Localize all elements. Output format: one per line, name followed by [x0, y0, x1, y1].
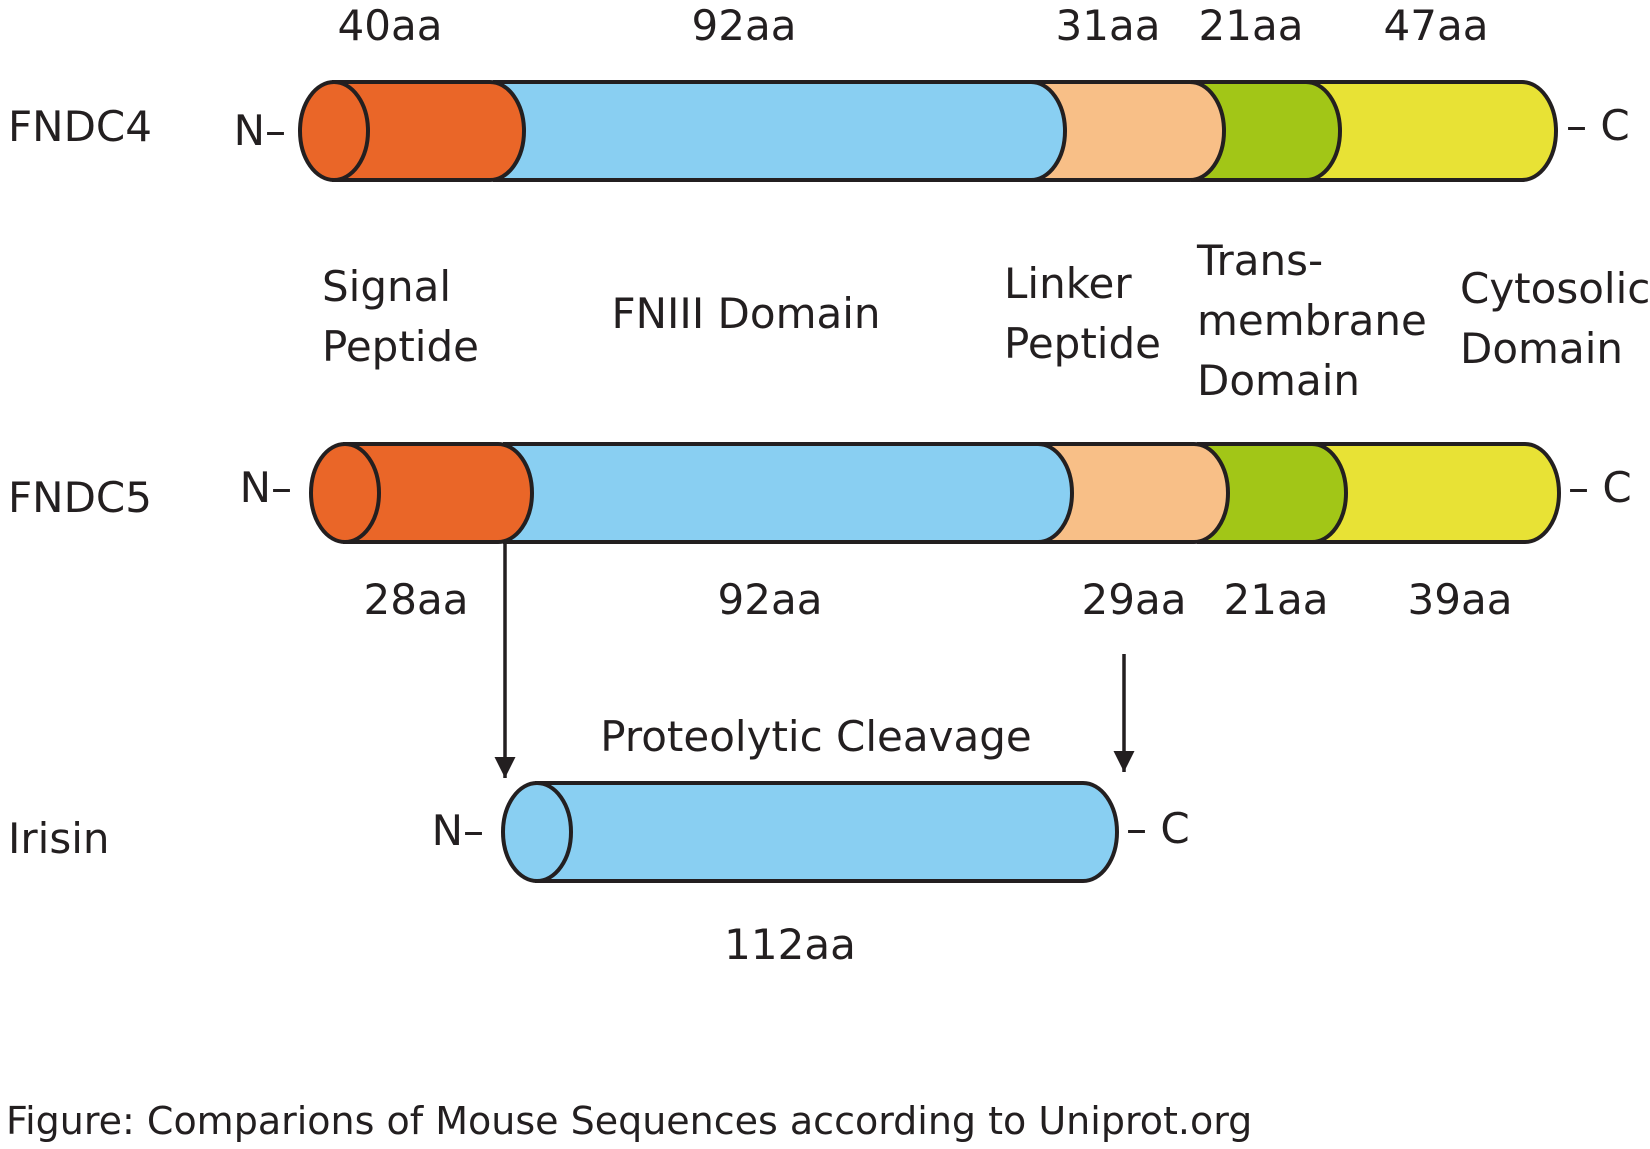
linker-label-line-2: Peptide: [1004, 319, 1161, 368]
fndc5-label: FNDC5: [8, 473, 152, 522]
fndc4-linker-segment: [1029, 80, 1226, 182]
fndc4-transmembrane-segment: [1191, 80, 1342, 182]
irisin-c-terminus: – C: [1126, 804, 1190, 853]
fndc4-cytosolic-length: 47aa: [1384, 1, 1489, 50]
irisin-bar: [501, 781, 1119, 883]
fndc4-signal-length: 40aa: [338, 1, 443, 50]
transmembrane-label-line-2: membrane: [1197, 296, 1427, 345]
fndc5-bar: [309, 442, 1561, 544]
fndc4-cytosolic-segment: [1298, 80, 1558, 182]
signal-label-line-2: Peptide: [322, 322, 479, 371]
fndc4-bar: [298, 80, 1558, 182]
irisin-n-terminus: N–: [432, 806, 484, 855]
fndc4-n-terminus: N–: [234, 106, 286, 155]
transmembrane-domain-label: Trans- membrane Domain: [1196, 236, 1440, 405]
fndc5-transmembrane-length: 21aa: [1224, 575, 1329, 624]
irisin-n-cap: [501, 781, 573, 883]
fndc5-linker-segment: [1036, 442, 1230, 544]
fndc5-n-cap: [309, 442, 381, 544]
signal-label-line-1: Signal: [322, 262, 451, 311]
fndc4-fniii-segment: [493, 80, 1067, 182]
fndc4-linker-length: 31aa: [1056, 1, 1161, 50]
transmembrane-label-line-1: Trans-: [1196, 236, 1323, 285]
fndc5-n-terminus: N–: [240, 463, 292, 512]
fndc5-fniii-length: 92aa: [718, 575, 823, 624]
signal-peptide-label: Signal Peptide: [322, 262, 479, 371]
cytosolic-domain-label: Cytosolic Domain: [1460, 264, 1650, 373]
fndc4-c-terminus: – C: [1566, 101, 1630, 150]
irisin-length: 112aa: [724, 920, 856, 969]
fndc5-fniii-segment: [503, 442, 1074, 544]
fndc4-fniii-length: 92aa: [692, 1, 797, 50]
cytosolic-label-line-1: Cytosolic: [1460, 264, 1650, 313]
fndc5-transmembrane-segment: [1197, 442, 1348, 544]
fndc4-signal-segment: [332, 80, 526, 182]
proteolytic-cleavage-label: Proteolytic Cleavage: [600, 712, 1031, 761]
fndc5-c-terminus: – C: [1568, 463, 1632, 512]
fndc5-linker-length: 29aa: [1082, 575, 1187, 624]
fndc5-cytosolic-segment: [1303, 442, 1561, 544]
fndc4-transmembrane-length: 21aa: [1199, 1, 1304, 50]
fniii-domain-label: FNIII Domain: [611, 289, 880, 338]
fndc4-n-cap: [298, 80, 370, 182]
fndc4-label: FNDC4: [8, 102, 152, 151]
fndc5-cytosolic-length: 39aa: [1408, 575, 1513, 624]
fndc5-signal-segment: [343, 442, 534, 544]
linker-label-line-1: Linker: [1004, 259, 1132, 308]
irisin-fniii-segment: [535, 781, 1119, 883]
linker-peptide-label: Linker Peptide: [1004, 259, 1161, 368]
transmembrane-label-line-3: Domain: [1197, 356, 1360, 405]
irisin-label: Irisin: [8, 814, 110, 863]
figure-caption: Figure: Comparions of Mouse Sequences ac…: [6, 1099, 1252, 1143]
fndc5-signal-length: 28aa: [364, 575, 469, 624]
cytosolic-label-line-2: Domain: [1460, 324, 1623, 373]
